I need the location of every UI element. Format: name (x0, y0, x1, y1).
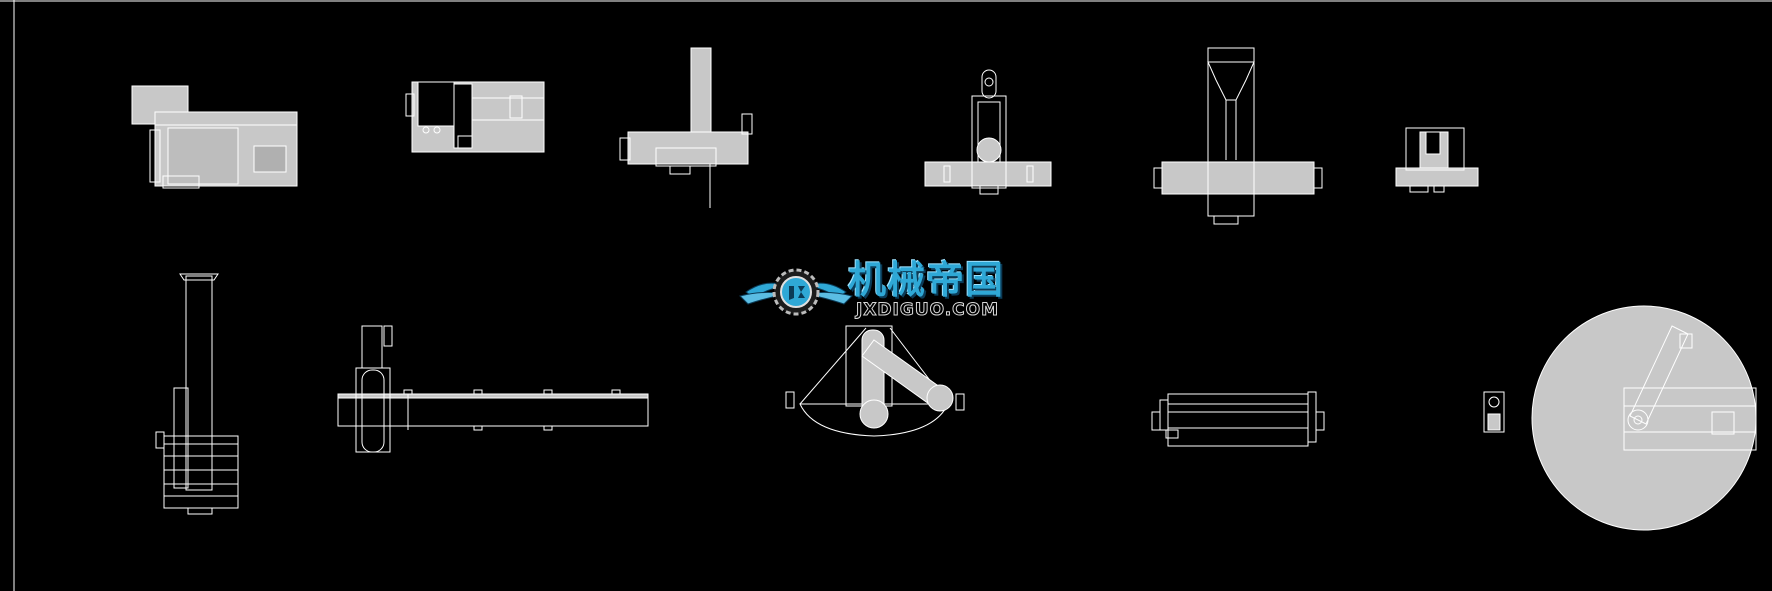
component-tall-column-base (155, 273, 239, 515)
component-column-spindle (619, 47, 753, 208)
component-articulated-arm (785, 325, 965, 437)
winged-gear-icon (739, 268, 853, 316)
component-cross-slide (924, 69, 1052, 195)
component-gearbox-assembly (131, 85, 298, 189)
watermark-url: JXDIGUO.COM (855, 300, 1000, 321)
component-rotary-table (1531, 305, 1757, 531)
component-small-bracket (1483, 391, 1505, 433)
watermark-name: 机械帝国 (848, 258, 1005, 302)
component-hopper-column (1153, 47, 1323, 225)
component-small-fixture (1395, 127, 1479, 193)
component-long-arm (337, 325, 649, 453)
watermark-logo: 机械帝国 JXDIGUO.COM (736, 258, 1036, 328)
component-motor-unit (405, 81, 545, 153)
component-horizontal-cylinder (1151, 391, 1325, 447)
